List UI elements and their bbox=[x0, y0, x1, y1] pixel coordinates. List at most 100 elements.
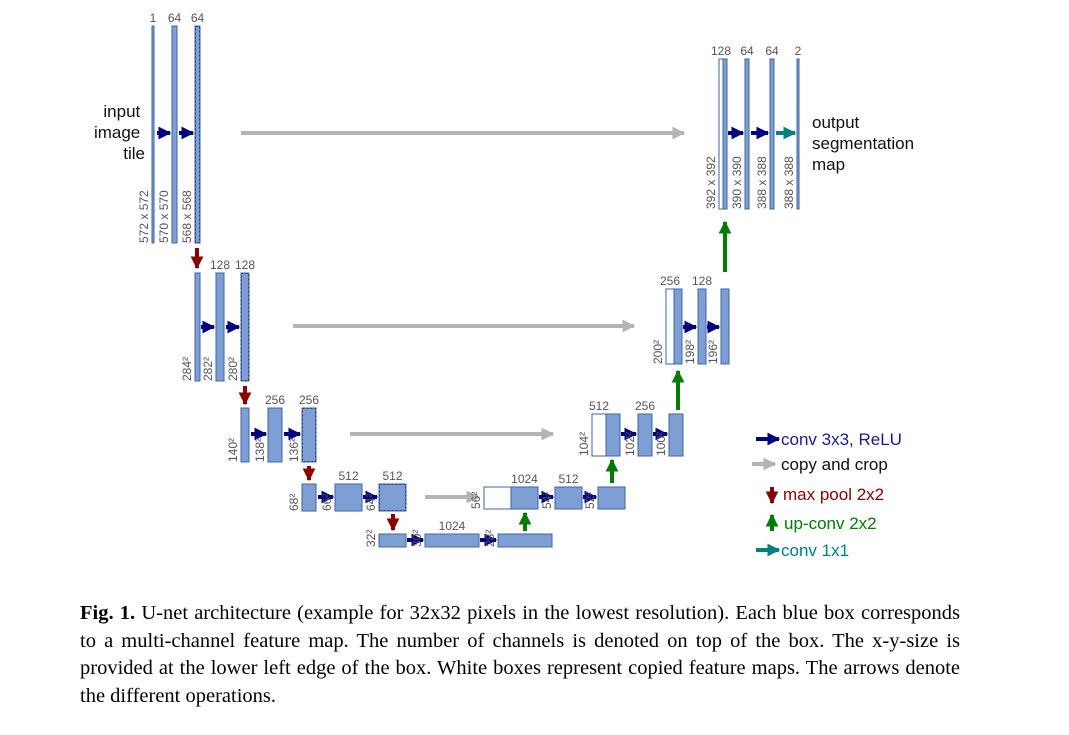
channel-count-label: 1024 bbox=[439, 519, 466, 533]
feature-map bbox=[673, 288, 683, 365]
feature-map bbox=[668, 413, 684, 457]
legend-label: up-conv 2x2 bbox=[784, 514, 877, 533]
legend-item-copy: copy and crop bbox=[752, 455, 888, 474]
feature-map bbox=[151, 25, 155, 244]
spatial-size-label: 570 x 570 bbox=[157, 190, 171, 243]
feature-map bbox=[301, 407, 317, 463]
spatial-size-label: 388 x 388 bbox=[782, 156, 796, 209]
spatial-size-label: 104² bbox=[577, 432, 591, 456]
feature-map bbox=[171, 25, 178, 244]
legend-item-maxpool: max pool 2x2 bbox=[765, 485, 884, 505]
feature-map bbox=[637, 413, 653, 457]
legend-label: max pool 2x2 bbox=[783, 485, 884, 504]
spatial-size-label: 280² bbox=[226, 357, 240, 381]
legend-item-upconv: up-conv 2x2 bbox=[765, 513, 877, 533]
channel-count-label: 256 bbox=[265, 393, 285, 407]
input-label: input image tile bbox=[94, 102, 145, 163]
spatial-size-label: 56² bbox=[469, 492, 483, 509]
copied-feature-map bbox=[665, 288, 675, 365]
channel-count-label: 128 bbox=[210, 258, 230, 272]
box-labels: 1 572 x 572 64 570 x 570 64 568 x 568 284² 128 2… bbox=[137, 11, 802, 547]
feature-map bbox=[722, 58, 728, 210]
channel-count-label: 256 bbox=[635, 399, 655, 413]
spatial-size-label: 568 x 568 bbox=[180, 190, 194, 243]
channel-count-label: 64 bbox=[765, 44, 779, 58]
spatial-size-label: 66² bbox=[320, 494, 334, 511]
channel-count-label: 128 bbox=[711, 44, 731, 58]
spatial-size-label: 200² bbox=[651, 340, 665, 364]
feature-map bbox=[497, 533, 553, 548]
feature-map bbox=[194, 272, 201, 382]
legend-item-conv: conv 3x3, ReLU bbox=[756, 430, 902, 449]
unet-diagram: 1 572 x 572 64 570 x 570 64 568 x 568 284² 128 2… bbox=[94, 11, 919, 560]
legend-label: conv 3x3, ReLU bbox=[781, 430, 902, 449]
channel-count-label: 128 bbox=[692, 274, 712, 288]
legend-label: copy and crop bbox=[781, 455, 888, 474]
spatial-size-label: 572 x 572 bbox=[137, 190, 151, 243]
channel-count-label: 1 bbox=[150, 11, 157, 25]
feature-map bbox=[697, 288, 707, 365]
channel-count-label: 1024 bbox=[511, 472, 538, 486]
copied-feature-map bbox=[483, 486, 512, 510]
feature-map bbox=[510, 486, 539, 510]
crop-region-marker bbox=[241, 273, 249, 381]
copied-feature-map bbox=[718, 58, 724, 210]
channel-count-label: 64 bbox=[740, 44, 754, 58]
spatial-size-label: 30² bbox=[410, 530, 424, 547]
crop-region-marker bbox=[302, 408, 316, 462]
feature-maps bbox=[151, 25, 800, 548]
feature-map bbox=[605, 413, 621, 457]
legend-label: conv 1x1 bbox=[781, 541, 849, 560]
feature-map bbox=[744, 58, 750, 210]
channel-count-label: 128 bbox=[235, 258, 255, 272]
arrows bbox=[157, 126, 797, 547]
feature-map bbox=[378, 533, 407, 548]
spatial-size-label: 102² bbox=[623, 432, 637, 456]
spatial-size-label: 138² bbox=[253, 438, 267, 462]
spatial-size-label: 32² bbox=[364, 530, 378, 547]
feature-map bbox=[378, 483, 407, 512]
feature-map bbox=[796, 58, 800, 210]
spatial-size-label: 140² bbox=[226, 438, 240, 462]
channel-count-label: 256 bbox=[660, 274, 680, 288]
feature-map bbox=[240, 407, 250, 463]
feature-map bbox=[554, 486, 583, 510]
spatial-size-label: 196² bbox=[706, 340, 720, 364]
spatial-size-label: 136² bbox=[287, 438, 301, 462]
output-label: output segmentation map bbox=[812, 113, 919, 174]
channel-count-label: 64 bbox=[168, 11, 182, 25]
feature-map bbox=[769, 58, 775, 210]
crop-region-marker bbox=[195, 26, 200, 243]
feature-map bbox=[240, 272, 250, 382]
spatial-size-label: 52² bbox=[583, 492, 597, 509]
caption-label: Fig. 1. bbox=[80, 602, 136, 624]
feature-map bbox=[215, 272, 225, 382]
figure-caption: Fig. 1. U-net architecture (example for … bbox=[80, 600, 960, 710]
channel-count-label: 64 bbox=[191, 11, 205, 25]
crop-region-marker bbox=[379, 484, 406, 511]
spatial-size-label: 390 x 390 bbox=[730, 156, 744, 209]
legend: conv 3x3, ReLU copy and crop max pool 2x… bbox=[752, 430, 902, 560]
caption-text: U-net architecture (example for 32x32 pi… bbox=[80, 602, 961, 707]
legend-item-conv1x1: conv 1x1 bbox=[756, 541, 849, 560]
feature-map bbox=[267, 407, 283, 463]
spatial-size-label: 28² bbox=[483, 530, 497, 547]
channel-count-label: 512 bbox=[382, 469, 402, 483]
channel-count-label: 512 bbox=[558, 472, 578, 486]
feature-map bbox=[424, 533, 480, 548]
channel-count-label: 512 bbox=[338, 469, 358, 483]
spatial-size-label: 392 x 392 bbox=[704, 156, 718, 209]
feature-map bbox=[301, 483, 317, 512]
spatial-size-label: 54² bbox=[540, 492, 554, 509]
channel-count-label: 512 bbox=[589, 399, 609, 413]
copied-feature-map bbox=[591, 413, 607, 457]
spatial-size-label: 284² bbox=[180, 357, 194, 381]
channel-count-label: 256 bbox=[299, 393, 319, 407]
feature-map bbox=[597, 486, 626, 510]
spatial-size-label: 198² bbox=[683, 340, 697, 364]
spatial-size-label: 68² bbox=[287, 494, 301, 511]
spatial-size-label: 282² bbox=[201, 357, 215, 381]
channel-count-label: 2 bbox=[795, 44, 802, 58]
feature-map bbox=[720, 288, 730, 365]
feature-map bbox=[334, 483, 363, 512]
